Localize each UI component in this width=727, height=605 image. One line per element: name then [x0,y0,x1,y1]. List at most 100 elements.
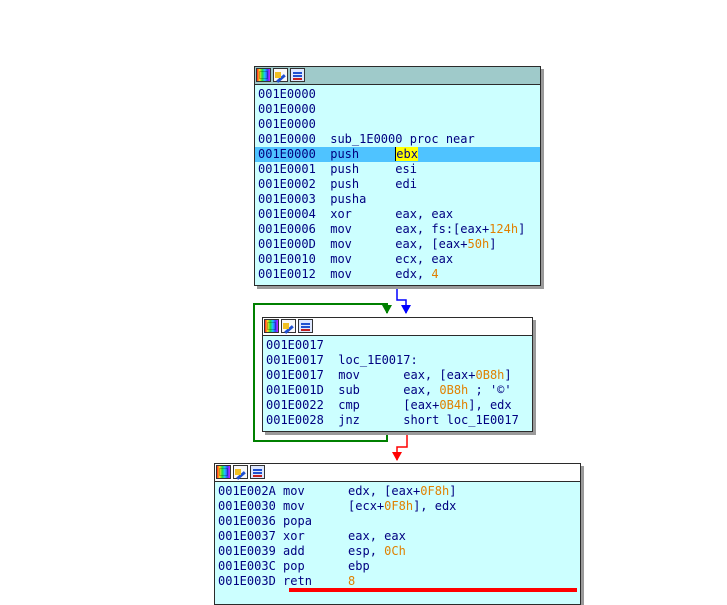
instruction-operands: [eax+ [403,398,440,412]
graph-overview-icon[interactable] [250,465,265,479]
line-address: 001E000D [258,237,316,251]
instruction-mnemonic: mov [330,237,352,251]
next-edge-indicator [289,588,577,592]
highlighted-operand: ebx [395,147,418,161]
instruction-operands: edx, [eax+ [348,484,421,498]
line-address: 001E0000 [258,132,316,146]
immediate-value: 4 [431,267,439,281]
code-line[interactable]: 001E0017 [266,338,532,353]
instruction-operands: ecx, eax [395,252,454,266]
instruction-operands: [ecx+ [348,499,385,513]
line-address: 001E0017 [266,338,324,352]
edit-node-icon[interactable] [233,465,248,479]
code-label: sub_1E0000 proc near [330,132,475,146]
instruction-mnemonic: sub [338,383,360,397]
instruction-operands-tail: ] [449,484,457,498]
instruction-operands-tail: ] [504,368,512,382]
code-line[interactable]: 001E0000 sub_1E0000 proc near [258,132,540,147]
instruction-mnemonic: add [283,544,305,558]
instruction-operands: esi [395,162,417,176]
code-line[interactable]: 001E0000 [258,102,540,117]
instruction-mnemonic: popa [283,514,312,528]
node-title-bar[interactable] [263,318,532,336]
immediate-value: 0B8h [439,383,469,397]
line-address: 001E0004 [258,207,316,221]
instruction-mnemonic: xor [330,207,352,221]
code-line[interactable]: 001E0000 [258,87,540,102]
instruction-operands-tail: ] [489,237,497,251]
code-line[interactable]: 001E0000 [258,117,540,132]
edit-node-icon[interactable] [281,319,296,333]
color-palette-icon[interactable] [216,465,231,479]
immediate-value: 8 [348,574,356,588]
node-title-bar[interactable] [215,464,580,482]
instruction-operands-tail: ; '©' [468,383,512,397]
instruction-operands-tail: ], edx [468,398,512,412]
line-address: 001E0022 [266,398,324,412]
instruction-mnemonic: jnz [338,413,360,427]
instruction-operands: eax, [eax+ [403,368,476,382]
color-palette-icon[interactable] [256,68,271,82]
code-line[interactable]: 001E0004 xor eax, eax [258,207,540,222]
instruction-operands: edi [395,177,417,191]
edit-node-icon[interactable] [273,68,288,82]
line-address: 001E0010 [258,252,316,266]
instruction-mnemonic: retn [283,574,312,588]
immediate-value: 0Ch [384,544,406,558]
instruction-mnemonic: mov [330,252,352,266]
instruction-operands: edx, [395,267,432,281]
graph-overview-icon[interactable] [298,319,313,333]
graph-overview-icon[interactable] [290,68,305,82]
instruction-operands: eax, fs:[eax+ [395,222,490,236]
line-address: 001E0000 [258,102,316,116]
color-palette-icon[interactable] [264,319,279,333]
instruction-mnemonic: pop [283,559,305,573]
line-address: 001E0000 [258,87,316,101]
line-address: 001E002A [218,484,276,498]
code-line[interactable]: 001E0010 mov ecx, eax [258,252,540,267]
instruction-mnemonic: cmp [338,398,360,412]
immediate-value: 0F8h [420,484,450,498]
edge-block1-to-block2 [396,288,411,314]
instruction-mnemonic: pusha [330,192,367,206]
immediate-value: 0F8h [384,499,414,513]
instruction-mnemonic: mov [283,499,305,513]
node-title-bar[interactable] [255,67,540,85]
edge-block2-to-block3 [392,433,408,461]
immediate-value: 124h [489,222,519,236]
code-line[interactable]: 001E003D retn 8 [218,574,580,589]
code-line[interactable]: 001E0036 popa [218,514,580,529]
line-address: 001E0030 [218,499,276,513]
instruction-mnemonic: push [330,147,360,161]
instruction-operands-tail: ] [518,222,526,236]
line-address: 001E0039 [218,544,276,558]
line-address: 001E0017 [266,353,324,367]
instruction-mnemonic: mov [330,267,352,281]
line-address: 001E0036 [218,514,276,528]
instruction-operands: eax, eax [395,207,454,221]
line-address: 001E003D [218,574,276,588]
line-address: 001E0001 [258,162,316,176]
line-address: 001E0017 [266,368,324,382]
